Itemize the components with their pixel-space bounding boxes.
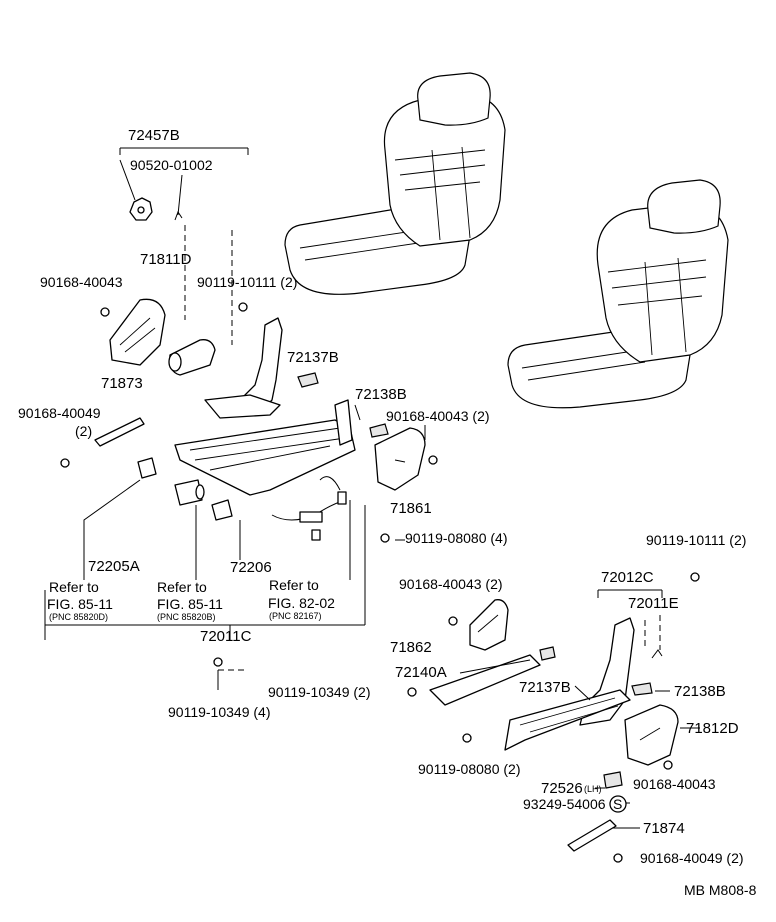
label-71873: 71873 [101, 375, 143, 392]
ref3-line1: Refer to [269, 577, 319, 593]
label-71874: 71874 [643, 820, 685, 837]
part-72012c-frame [504, 617, 635, 751]
ref3-line2: FIG. 82-02 [268, 595, 335, 611]
label-72457b: 72457B [128, 127, 180, 144]
bolt-icon-group-right [407, 572, 700, 863]
label-72205a: 72205A [88, 558, 140, 575]
label-71861: 71861 [390, 500, 432, 517]
label-72137b-b: 72137B [519, 679, 571, 696]
label-90168-40049-a: 90168-40049 [18, 405, 101, 421]
ref2-line1: Refer to [157, 579, 207, 595]
label-90168-40043-d: 90168-40043 [633, 776, 716, 792]
label-90119-10111-b: 90119-10111 (2) [646, 532, 746, 548]
seat-illustration-upper [284, 72, 506, 295]
bolt-icon-group-left [60, 302, 438, 667]
label-90168-40049-a-qty: (2) [75, 423, 92, 439]
part-71874-link [567, 819, 617, 852]
label-90168-40043-b: 90168-40043 (2) [386, 408, 490, 424]
diagram-code: MB M808-8 [684, 882, 757, 898]
label-90520-01002: 90520-01002 [130, 157, 213, 173]
part-gear-motor-b [174, 479, 205, 506]
label-90168-40043-a: 90168-40043 [40, 274, 123, 290]
part-72137b-cap-b [539, 646, 556, 661]
label-72138b-b: 72138B [674, 683, 726, 700]
ref3-pnc: (PNC 82167) [269, 611, 322, 621]
part-72137b-cap [297, 372, 319, 388]
label-71812d: 71812D [686, 720, 739, 737]
ref2-line2: FIG. 85-11 [157, 596, 223, 612]
label-90119-10349-b: 90119-10349 (2) [268, 684, 370, 700]
ref1-line2: FIG. 85-11 [47, 596, 113, 612]
part-lower-track-frame [174, 399, 356, 496]
label-90119-08080-b: 90119-08080 (2) [418, 761, 520, 777]
label-72206: 72206 [230, 559, 272, 576]
label-71862: 71862 [390, 639, 432, 656]
part-72206-motor [211, 499, 233, 521]
part-71812d-cover [624, 704, 679, 766]
part-71873-link [94, 417, 145, 447]
ref2-pnc: (PNC 85820B) [157, 612, 216, 622]
label-90168-40049-b: 90168-40049 (2) [640, 850, 744, 866]
label-90168-40043-c: 90168-40043 (2) [399, 576, 503, 592]
part-72138b-cap [369, 423, 389, 438]
label-72012c: 72012C [601, 569, 654, 586]
part-reclining-frame [204, 317, 283, 419]
leader-lines-left [44, 147, 426, 690]
label-90119-10349-a: 90119-10349 (4) [168, 704, 270, 720]
label-72140a: 72140A [395, 664, 447, 681]
part-wire-harness [271, 476, 347, 541]
label-72526: 72526 [541, 780, 583, 797]
label-90119-08080-a: 90119-08080 (4) [405, 530, 507, 546]
label-72137b-a: 72137B [287, 349, 339, 366]
part-71811d-cover [109, 298, 166, 366]
s-symbol-icon [609, 795, 627, 813]
label-90119-10111-a: 90119-10111 (2) [197, 274, 297, 290]
part-71862-cover [469, 599, 509, 651]
label-72011e: 72011E [628, 595, 679, 612]
label-71811d: 71811D [140, 251, 192, 268]
label-72138b-a: 72138B [355, 386, 407, 403]
part-72457b-knob [129, 197, 183, 221]
ref1-pnc: (PNC 85820D) [49, 612, 108, 622]
part-72138b-cap-b [631, 682, 653, 696]
part-72526-clip [603, 771, 623, 789]
label-72011c: 72011C [200, 628, 252, 645]
label-72526-side: (LH) [584, 784, 602, 794]
part-motor [168, 339, 216, 376]
part-72205a-motor [137, 457, 157, 479]
label-93249-symbol: S [613, 796, 622, 812]
ref1-line1: Refer to [49, 579, 99, 595]
seat-illustration-lower [507, 179, 729, 409]
label-93249-54006: 93249-54006 [523, 796, 606, 812]
part-71861-cover [374, 427, 426, 491]
